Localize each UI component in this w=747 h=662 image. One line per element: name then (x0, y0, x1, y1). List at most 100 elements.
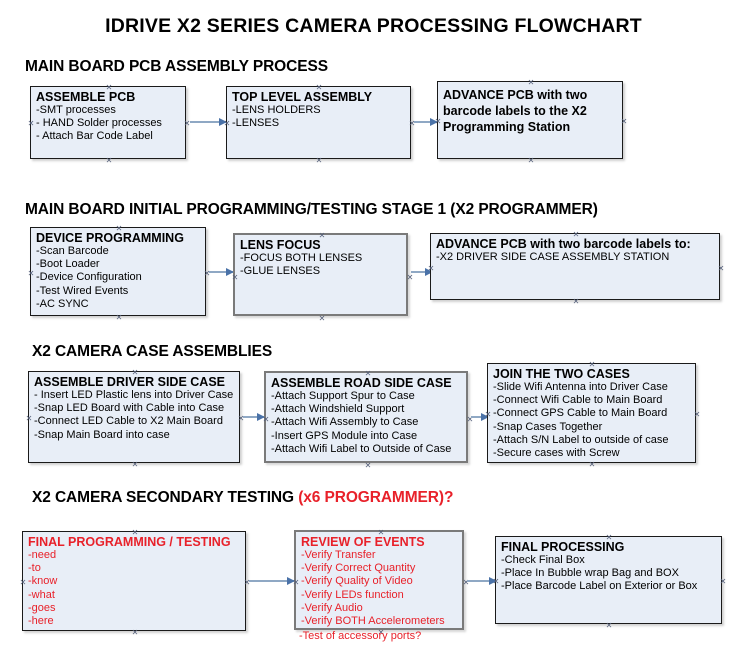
connection-handle-top[interactable] (528, 79, 535, 86)
box-line: -Verify Correct Quantity (301, 562, 416, 575)
box-line: -Boot Loader (36, 258, 100, 271)
box-final-programming-testing[interactable]: FINAL PROGRAMMING / TESTING -need -to -k… (22, 531, 246, 631)
box-line: -GLUE LENSES (240, 265, 321, 278)
box-line: -Test Wired Events (36, 284, 129, 297)
box-line: - Insert LED Plastic lens into Driver Ca… (34, 389, 234, 401)
box-lens-focus[interactable]: LENS FOCUS -FOCUS BOTH LENSES -GLUE LENS… (233, 233, 408, 316)
box-line: -Slide Wifi Antenna into Driver Case (493, 381, 668, 393)
box-title: ASSEMBLE DRIVER SIDE CASE (34, 375, 226, 389)
connection-handle-top[interactable] (316, 84, 323, 91)
connection-handle-top[interactable] (365, 370, 372, 377)
connection-handle-left[interactable] (28, 270, 35, 277)
box-top-level-assembly[interactable]: TOP LEVEL ASSEMBLY -LENS HOLDERS -LENSES (226, 86, 411, 159)
box-line: -Snap Main Board into case (34, 428, 170, 441)
connection-handle-right[interactable] (407, 274, 414, 281)
box-line: -Snap Cases Together (493, 420, 603, 433)
box-line: - Attach Bar Code Label (36, 130, 153, 143)
connection-handle-bottom[interactable] (589, 461, 596, 468)
connection-handle-top[interactable] (132, 529, 139, 536)
connection-handle-left[interactable] (435, 118, 442, 125)
box-advance-pcb-driver-side-station[interactable]: ADVANCE PCB with two barcode labels to: … (430, 233, 720, 300)
box-line: -Insert GPS Module into Case (271, 429, 418, 442)
box-line: -FOCUS BOTH LENSES (240, 252, 363, 264)
box-advance-pcb-programming-station[interactable]: ADVANCE PCB with two barcode labels to t… (437, 81, 623, 159)
connection-handle-top[interactable] (116, 225, 123, 232)
box-line: - HAND Solder processes (36, 117, 162, 130)
connection-handle-left[interactable] (485, 411, 492, 418)
section-heading-4-text: X2 CAMERA SECONDARY TESTING (32, 489, 299, 506)
connection-handle-left[interactable] (224, 120, 231, 127)
box-line: -Connect LED Cable to X2 Main Board (34, 415, 223, 428)
box-line: -AC SYNC (36, 297, 89, 310)
connection-handle-right[interactable] (718, 265, 725, 272)
box-assemble-road-side-case[interactable]: ASSEMBLE ROAD SIDE CASE -Attach Support … (264, 371, 468, 463)
section-heading-2: MAIN BOARD INITIAL PROGRAMMING/TESTING S… (25, 201, 598, 219)
box-line: -Verify Quality of Video (301, 575, 413, 588)
box-line: -Place Barcode Label on Exterior or Box (501, 580, 698, 593)
arrow-final-programming-to-review-of-events (249, 577, 295, 585)
box-line: -Verify Audio (301, 601, 363, 614)
connection-handle-bottom[interactable] (116, 314, 123, 321)
connection-handle-left[interactable] (428, 265, 435, 272)
connection-handle-top[interactable] (106, 84, 113, 91)
connection-handle-bottom[interactable] (528, 157, 535, 164)
connection-handle-left[interactable] (20, 579, 27, 586)
box-device-programming[interactable]: DEVICE PROGRAMMING -Scan Barcode -Boot L… (30, 227, 206, 316)
box-review-of-events[interactable]: REVIEW OF EVENTS -Verify Transfer -Verif… (294, 530, 464, 630)
connection-handle-top[interactable] (319, 232, 326, 239)
box-assemble-pcb[interactable]: ASSEMBLE PCB -SMT processes - HAND Solde… (30, 86, 186, 159)
connection-handle-right[interactable] (694, 411, 701, 418)
box-line: -Check Final Box (501, 554, 585, 566)
connection-handle-left[interactable] (263, 416, 270, 423)
box-line: -X2 DRIVER SIDE CASE ASSEMBLY STATION (436, 251, 670, 263)
box-title: TOP LEVEL ASSEMBLY (232, 90, 373, 104)
box-line: -what (28, 588, 55, 601)
box-join-the-two-cases[interactable]: JOIN THE TWO CASES -Slide Wifi Antenna i… (487, 363, 696, 463)
box-line: -Attach S/N Label to outside of case (493, 433, 669, 446)
connection-handle-right[interactable] (720, 578, 727, 585)
box-line: -Attach Windshield Support (271, 403, 405, 416)
connection-handle-bottom[interactable] (132, 461, 139, 468)
box-line: -Snap LED Board with Cable into Case (34, 402, 225, 415)
connection-handle-left[interactable] (26, 415, 33, 422)
connection-handle-top[interactable] (589, 361, 596, 368)
connection-handle-bottom[interactable] (606, 622, 613, 629)
box-line: -LENSES (232, 117, 280, 130)
connection-handle-bottom[interactable] (132, 629, 139, 636)
connection-handle-bottom[interactable] (319, 315, 326, 322)
connection-handle-bottom[interactable] (106, 157, 113, 164)
box-line: -Connect GPS Cable to Main Board (493, 407, 668, 420)
box-line: -Verify LEDs function (301, 588, 404, 601)
box-line: -need (28, 549, 57, 561)
box-line: -Scan Barcode (36, 245, 109, 257)
box-final-processing[interactable]: FINAL PROCESSING -Check Final Box -Place… (495, 536, 722, 624)
connection-handle-bottom[interactable] (573, 298, 580, 305)
box-title: FINAL PROGRAMMING / TESTING (28, 535, 231, 549)
connection-handle-top[interactable] (606, 534, 613, 541)
connection-handle-top[interactable] (132, 369, 139, 376)
connection-handle-top[interactable] (573, 231, 580, 238)
section-heading-3-text: X2 CAMERA CASE ASSEMBLIES (32, 343, 273, 360)
box-line: -Attach Support Spur to Case (271, 390, 415, 402)
box-line: -Verify BOTH Accelerometers (301, 615, 445, 628)
box-assemble-driver-side-case[interactable]: ASSEMBLE DRIVER SIDE CASE - Insert LED P… (28, 371, 240, 463)
box-line: -here (28, 615, 54, 628)
section-heading-3: X2 CAMERA CASE ASSEMBLIES (32, 343, 272, 361)
box-line: -Connect Wifi Cable to Main Board (493, 394, 663, 407)
connection-handle-left[interactable] (493, 578, 500, 585)
section-heading-4: X2 CAMERA SECONDARY TESTING (x6 PROGRAMM… (32, 489, 453, 507)
connection-handle-top[interactable] (378, 529, 385, 536)
connection-handle-bottom[interactable] (365, 462, 372, 469)
connection-handle-left[interactable] (293, 579, 300, 586)
box-line: -SMT processes (36, 104, 116, 116)
section-heading-1-text: MAIN BOARD PCB ASSEMBLY PROCESS (25, 58, 328, 75)
connection-handle-left[interactable] (28, 120, 35, 127)
connection-handle-bottom[interactable] (316, 157, 323, 164)
box-line: -Place In Bubble wrap Bag and BOX (501, 567, 679, 580)
box-line: -Secure cases with Screw (493, 447, 620, 460)
connection-handle-left[interactable] (232, 274, 239, 281)
box-title: DEVICE PROGRAMMING (36, 231, 184, 245)
box-title: FINAL PROCESSING (501, 540, 625, 554)
connection-handle-right[interactable] (621, 118, 628, 125)
